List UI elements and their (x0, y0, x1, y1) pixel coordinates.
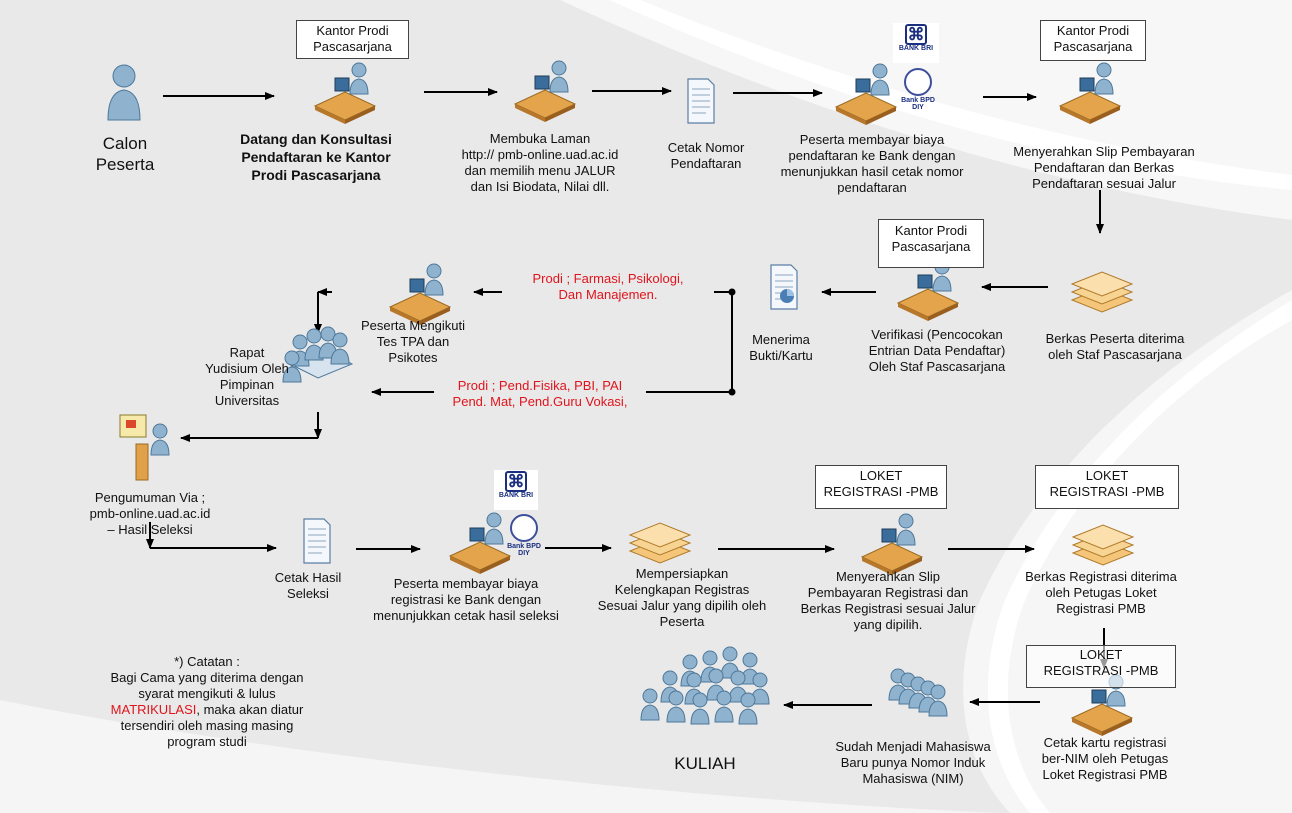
desk-loket-icon (862, 514, 922, 575)
background-swoosh-right-stripe (987, 300, 1292, 813)
bri-mark-icon: ⌘ (905, 24, 927, 45)
branch-label-upper: Prodi ; Farmasi, Psikologi, Dan Manajeme… (502, 271, 714, 303)
background-swoosh-bottom (0, 700, 1000, 813)
branch-label-lower: Prodi ; Pend.Fisika, PBI, PAI Pend. Mat,… (434, 378, 646, 410)
step-calon-peserta: Calon Peserta (95, 134, 155, 174)
step-pengumuman: Pengumuman Via ; pmb-online.uad.ac.id – … (89, 490, 211, 537)
step-rapat-yudisium: Rapat Yudisium Oleh Pimpinan Universitas (205, 345, 289, 408)
step-serahkan-registrasi: Menyerahkan Slip Pembayaran Registrasi d… (800, 569, 976, 632)
kelengkapan-stack-icon (629, 522, 691, 564)
step-berkas-diterima: Berkas Peserta diterima oleh Staf Pascas… (1045, 331, 1185, 362)
kantor-box-3: Kantor Prodi Pascasarjana (878, 219, 984, 268)
step-membuka-laman: Membuka Laman http:// pmb-online.uad.ac.… (461, 131, 619, 194)
desk-test-icon (390, 264, 450, 325)
catatan-note: *) Catatan : Bagi Cama yang diterima den… (64, 654, 350, 750)
step-kuliah: KULIAH (674, 754, 736, 773)
step-verifikasi: Verifikasi (Pencocokan Entrian Data Pend… (868, 327, 1006, 374)
desk-consult-icon (315, 63, 375, 124)
loket-box-2: LOKET REGISTRASI -PMB (1035, 465, 1179, 509)
bank-bpd-logo-1: Bank BPD DIY (896, 66, 940, 111)
kantor-box-1: Kantor Prodi Pascasarjana (296, 20, 409, 59)
step-cetak-nomor: Cetak Nomor Pendaftaran (667, 140, 745, 171)
document-hasil-icon (303, 518, 331, 564)
catatan-highlight: MATRIKULASI (110, 702, 197, 717)
step-tes-tpa: Peserta Mengikuti Tes TPA dan Psikotes (360, 318, 466, 365)
meeting-table-icon (282, 326, 354, 383)
step-serahkan-slip: Menyerahkan Slip Pembayaran Pendaftaran … (1013, 144, 1195, 191)
calon-peserta-icon (107, 64, 141, 121)
step-mahasiswa-baru: Sudah Menjadi Mahasiswa Baru punya Nomor… (835, 739, 991, 786)
bpd-seal-icon-2 (510, 514, 538, 542)
berkas-stack-icon (1071, 271, 1133, 313)
catatan-text-1: *) Catatan : Bagi Cama yang diterima den… (110, 654, 304, 701)
step-cetak-kartu: Cetak kartu registrasi ber-NIM oleh Petu… (1041, 735, 1169, 782)
students-crowd-icon (640, 646, 770, 725)
step-mempersiapkan: Mempersiapkan Kelengkapan Registras Sesu… (597, 566, 767, 629)
step-menerima-bukti: Menerima Bukti/Kartu (749, 332, 813, 363)
bank-bpd-logo-2: Bank BPD DIY (502, 512, 546, 557)
presentation-podium-icon (119, 414, 170, 481)
bank-registration-icon (450, 513, 510, 574)
bri-mark-icon-2: ⌘ (505, 471, 527, 492)
bpd-seal-icon (904, 68, 932, 96)
catatan-text-2: , maka akan diatur tersendiri oleh masin… (120, 702, 304, 749)
loket-box-3: LOKET REGISTRASI -PMB (1026, 645, 1176, 688)
step-datang-konsultasi: Datang dan Konsultasi Pendaftaran ke Kan… (240, 131, 392, 183)
step-berkas-registrasi: Berkas Registrasi diterima oleh Petugas … (1025, 569, 1177, 616)
background-swoosh-stripe (610, 0, 1292, 190)
bank-bri-logo-1: ⌘ BANK BRI (893, 23, 939, 63)
desk-verify-icon (898, 260, 958, 321)
report-document-icon (770, 264, 798, 310)
bank-bpd-name-2: Bank BPD DIY (507, 543, 541, 557)
step-cetak-hasil: Cetak Hasil Seleksi (274, 570, 342, 601)
bank-bri-logo-2: ⌘ BANK BRI (494, 470, 538, 510)
bank-bri-name: BANK BRI (898, 45, 934, 52)
document-nomor-icon (687, 78, 715, 124)
desk-browse-icon (515, 61, 575, 122)
kantor-box-2: Kantor Prodi Pascasarjana (1040, 20, 1146, 61)
step-bayar-pendaftaran: Peserta membayar biaya pendaftaran ke Ba… (780, 132, 964, 195)
new-students-icon (888, 668, 948, 717)
loket-box-1: LOKET REGISTRASI -PMB (815, 465, 947, 509)
bank-bri-name-2: BANK BRI (498, 492, 534, 499)
bank-bpd-name: Bank BPD DIY (901, 97, 935, 111)
step-bayar-registrasi: Peserta membayar biaya registrasi ke Ban… (373, 576, 559, 623)
